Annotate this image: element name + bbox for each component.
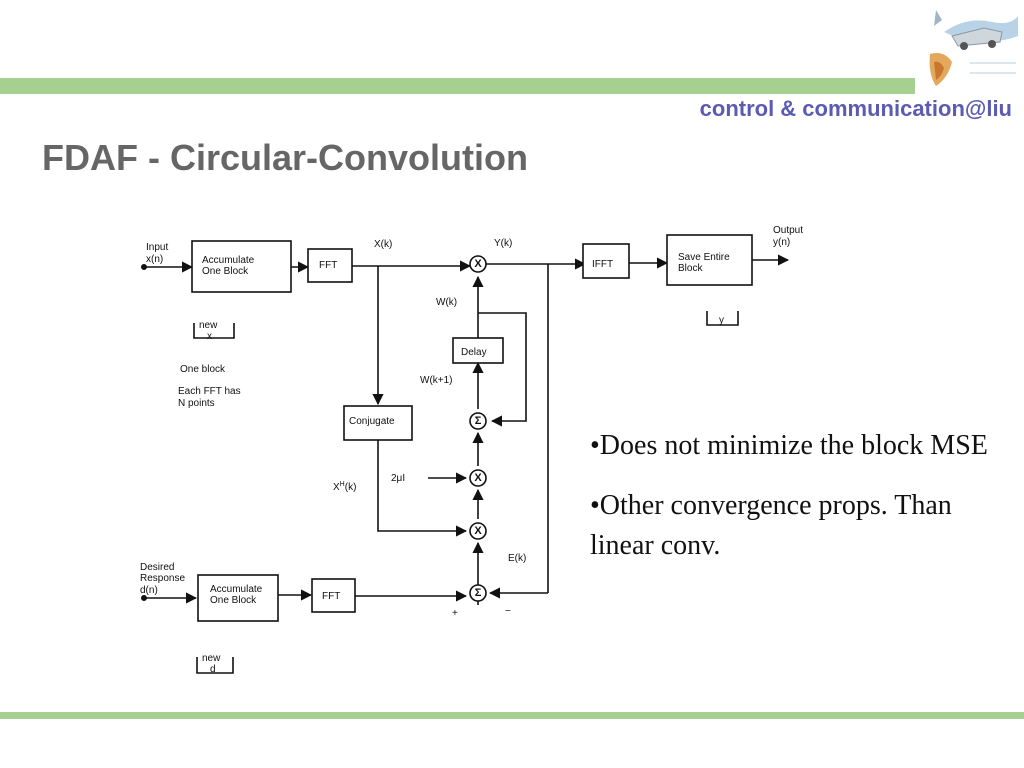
yk-label: Y(k) bbox=[494, 238, 512, 249]
accumulate-top-label-1: Accumulate bbox=[202, 255, 255, 266]
new-d-label-1: new bbox=[202, 653, 221, 664]
top-accent-band bbox=[0, 78, 915, 94]
accumulate-bottom-label-2: One Block bbox=[210, 595, 257, 606]
summer-error: Σ bbox=[475, 587, 482, 599]
fft-points-note-1: Each FFT has bbox=[178, 386, 241, 397]
save-block-label-2: Block bbox=[678, 263, 703, 274]
new-x-label-2: x bbox=[207, 331, 212, 342]
one-block-note: One block bbox=[180, 364, 226, 375]
xk-label: X(k) bbox=[374, 239, 392, 250]
desired-label-1: Desired bbox=[140, 562, 174, 573]
desired-label-2: Response bbox=[140, 573, 185, 584]
new-d-label-2: d bbox=[210, 664, 216, 675]
xh-label: XH(k) bbox=[333, 481, 356, 493]
slide-title: FDAF - Circular-Convolution bbox=[42, 137, 528, 178]
multiplier-output: X bbox=[474, 258, 482, 270]
desired-signal-label: d(n) bbox=[140, 585, 158, 596]
ifft-label: IFFT bbox=[592, 259, 613, 270]
step-size-label: 2μI bbox=[391, 473, 405, 484]
fft-top-label: FFT bbox=[319, 260, 337, 271]
brand-text: control & communication@liu bbox=[699, 96, 1012, 121]
bullet-item: •Other convergence props. Than linear co… bbox=[590, 490, 952, 561]
summer-update: Σ bbox=[475, 415, 482, 427]
ek-label: E(k) bbox=[508, 553, 526, 564]
bullet-item: •Does not minimize the block MSE bbox=[590, 430, 988, 461]
logo-image bbox=[922, 2, 1022, 94]
fft-points-note-2: N points bbox=[178, 398, 215, 409]
delay-label: Delay bbox=[461, 347, 487, 358]
y-bracket-label: y bbox=[719, 315, 724, 326]
save-block-label-1: Save Entire bbox=[678, 252, 730, 263]
multiplier-gradient: X bbox=[474, 525, 482, 537]
accumulate-bottom-label-1: Accumulate bbox=[210, 584, 263, 595]
input-label: Input bbox=[146, 242, 168, 253]
accumulate-top-label-2: One Block bbox=[202, 266, 249, 277]
plus-sign: + bbox=[452, 608, 458, 619]
output-signal-label: y(n) bbox=[773, 237, 790, 248]
input-signal-label: x(n) bbox=[146, 254, 163, 265]
fdaf-block-diagram: X Σ X X Σ Input x(n) Accumulate One Bloc… bbox=[140, 225, 803, 675]
bottom-accent-band bbox=[0, 712, 1024, 719]
output-label: Output bbox=[773, 225, 803, 236]
minus-sign: − bbox=[505, 606, 511, 617]
wk1-label: W(k+1) bbox=[420, 375, 453, 386]
bullet-list: •Does not minimize the block MSE •Other … bbox=[590, 426, 1010, 586]
conjugate-label: Conjugate bbox=[349, 416, 395, 427]
multiplier-step: X bbox=[474, 472, 482, 484]
new-x-label-1: new bbox=[199, 320, 218, 331]
wk-label: W(k) bbox=[436, 297, 457, 308]
fft-bottom-label: FFT bbox=[322, 591, 340, 602]
